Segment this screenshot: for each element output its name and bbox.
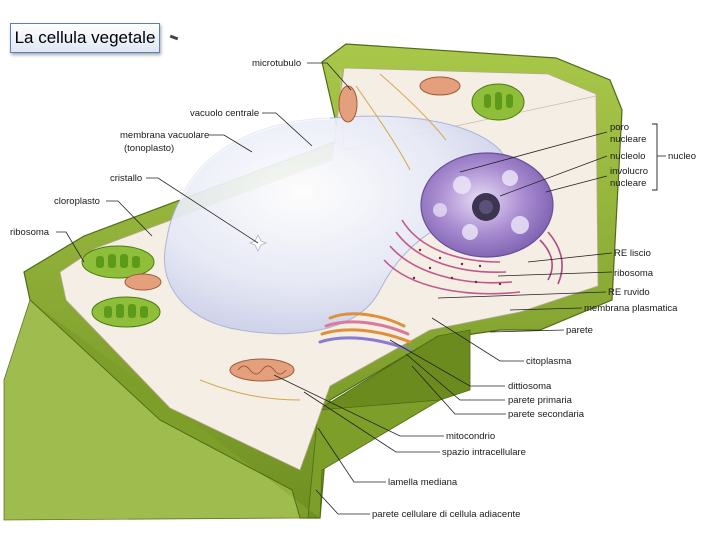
label-mitocondrio: mitocondrio [446, 431, 495, 442]
label-membrana-vacuolare: membrana vacuolare [120, 130, 209, 141]
label-parete-adiacente: parete cellulare di cellula adiacente [372, 509, 520, 520]
label-poro: poro [610, 122, 629, 133]
label-lamella-mediana: lamella mediana [388, 477, 458, 488]
label-tonoplasto: (tonoplasto) [124, 143, 174, 154]
label-nucleolo: nucleolo [610, 151, 645, 162]
label-ribosoma-right: ribosoma [614, 268, 654, 279]
leader-lines [56, 62, 666, 515]
label-cristallo: cristallo [110, 173, 142, 184]
label-re-ruvido: RE ruvido [608, 287, 650, 298]
label-ribosoma-left: ribosoma [10, 227, 50, 238]
ribosome-dots [412, 248, 502, 286]
label-parete-primaria: parete primaria [508, 395, 573, 406]
label-microtubulo: microtubulo [252, 58, 301, 69]
label-re-liscio: RE liscio [614, 248, 651, 259]
label-membrana-plasmatica: membrana plasmatica [584, 303, 678, 314]
nucleolus [472, 193, 500, 221]
label-parete: parete [566, 325, 593, 336]
labels: microtubulo vacuolo centrale membrana va… [10, 58, 696, 520]
microtubules [199, 73, 447, 401]
mitochondria [124, 76, 461, 382]
chloroplasts [81, 83, 525, 328]
label-dittiosoma: dittiosoma [508, 381, 552, 392]
label-involucro: involucro [610, 166, 648, 177]
label-cloroplasto: cloroplasto [54, 196, 100, 207]
label-nucleare-2: nucleare [610, 178, 646, 189]
label-nucleo: nucleo [668, 151, 696, 162]
label-citoplasma: citoplasma [526, 356, 572, 367]
label-vacuolo-centrale: vacuolo centrale [190, 108, 259, 119]
dictyosome [318, 312, 412, 352]
label-spazio-intracellulare: spazio intracellulare [442, 447, 526, 458]
label-nucleare: nucleare [610, 134, 646, 145]
label-parete-secondaria: parete secondaria [508, 409, 585, 420]
slide-title: La cellula vegetale [10, 23, 160, 53]
